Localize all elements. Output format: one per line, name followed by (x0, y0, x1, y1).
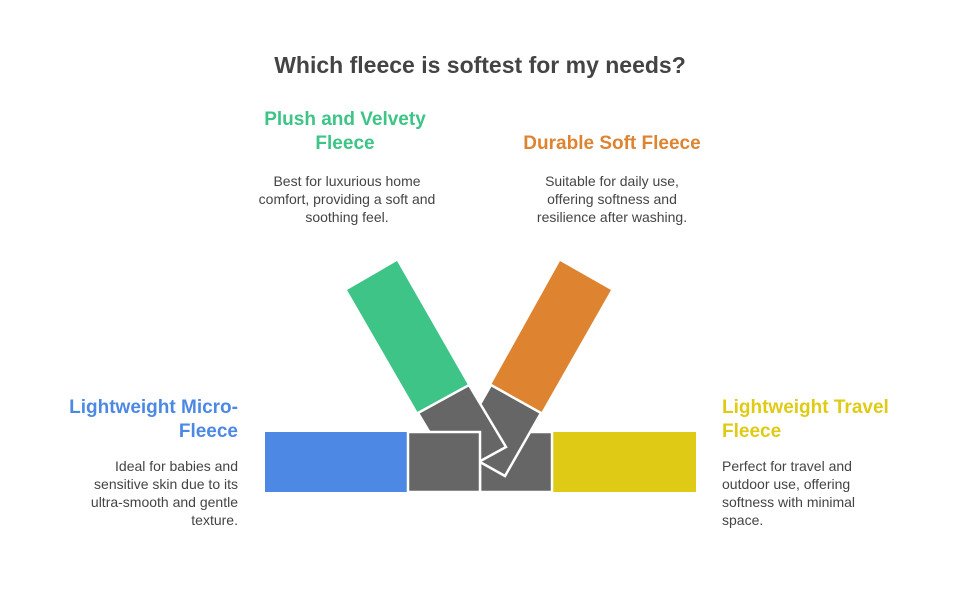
option-desc-durable: Suitable for daily use, offering softnes… (536, 173, 688, 225)
option-heading-plush: Plush and Velvety Fleece (264, 109, 426, 154)
option-heading-durable: Durable Soft Fleece (523, 133, 701, 154)
option-desc-micro: Ideal for babies and sensitive skin due … (90, 458, 238, 528)
option-heading-micro: Lightweight Micro-Fleece (69, 397, 238, 442)
green-bar (347, 261, 468, 413)
center-block-left (406, 430, 482, 494)
orange-bar (491, 261, 611, 413)
yellow-bar (553, 432, 696, 492)
option-desc-plush: Best for luxurious home comfort, providi… (258, 173, 436, 225)
option-desc-travel: Perfect for travel and outdoor use, offe… (722, 458, 856, 528)
blue-bar (265, 432, 408, 492)
diagram-title: Which fleece is softest for my needs? (274, 52, 686, 78)
option-heading-travel: Lightweight Travel Fleece (722, 397, 889, 442)
